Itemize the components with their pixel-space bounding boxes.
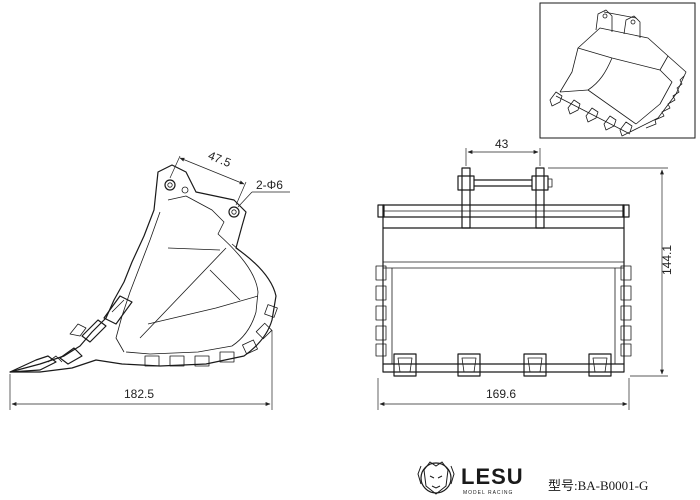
isometric-teeth — [549, 91, 633, 137]
front-view: 43 144.1 169.6 — [375, 137, 674, 410]
title-block: LESU MODEL RACING 型号:BA-B0001-G — [417, 461, 648, 496]
side-view: 47.5 2-Φ6 182.5 — [9, 148, 290, 410]
dim-ear-width: 43 — [495, 137, 509, 151]
side-wall-right — [614, 265, 632, 364]
brand-name: LESU — [461, 464, 524, 489]
inset-frame — [539, 2, 696, 139]
front-teeth — [393, 353, 612, 377]
wear-blocks — [144, 304, 278, 367]
dim-holes: 2-Φ6 — [256, 178, 283, 192]
model-label: 型号:BA-B0001-G — [548, 478, 648, 493]
isometric-inset — [539, 2, 696, 139]
dim-front-width: 169.6 — [486, 387, 516, 401]
isometric-bucket — [549, 9, 687, 137]
dim-pin-spacing: 47.5 — [206, 148, 233, 170]
dim-side-width: 182.5 — [124, 387, 154, 401]
mounting-ears — [457, 167, 553, 229]
bucket-side-profile — [9, 164, 277, 373]
side-teeth — [9, 295, 133, 373]
side-wall-left — [375, 265, 393, 364]
pin-hole-lower — [228, 206, 240, 218]
lion-logo-icon — [417, 461, 455, 495]
brand-tagline: MODEL RACING — [463, 490, 513, 496]
dim-height: 144.1 — [660, 245, 674, 275]
pin-hole-upper — [164, 179, 176, 191]
